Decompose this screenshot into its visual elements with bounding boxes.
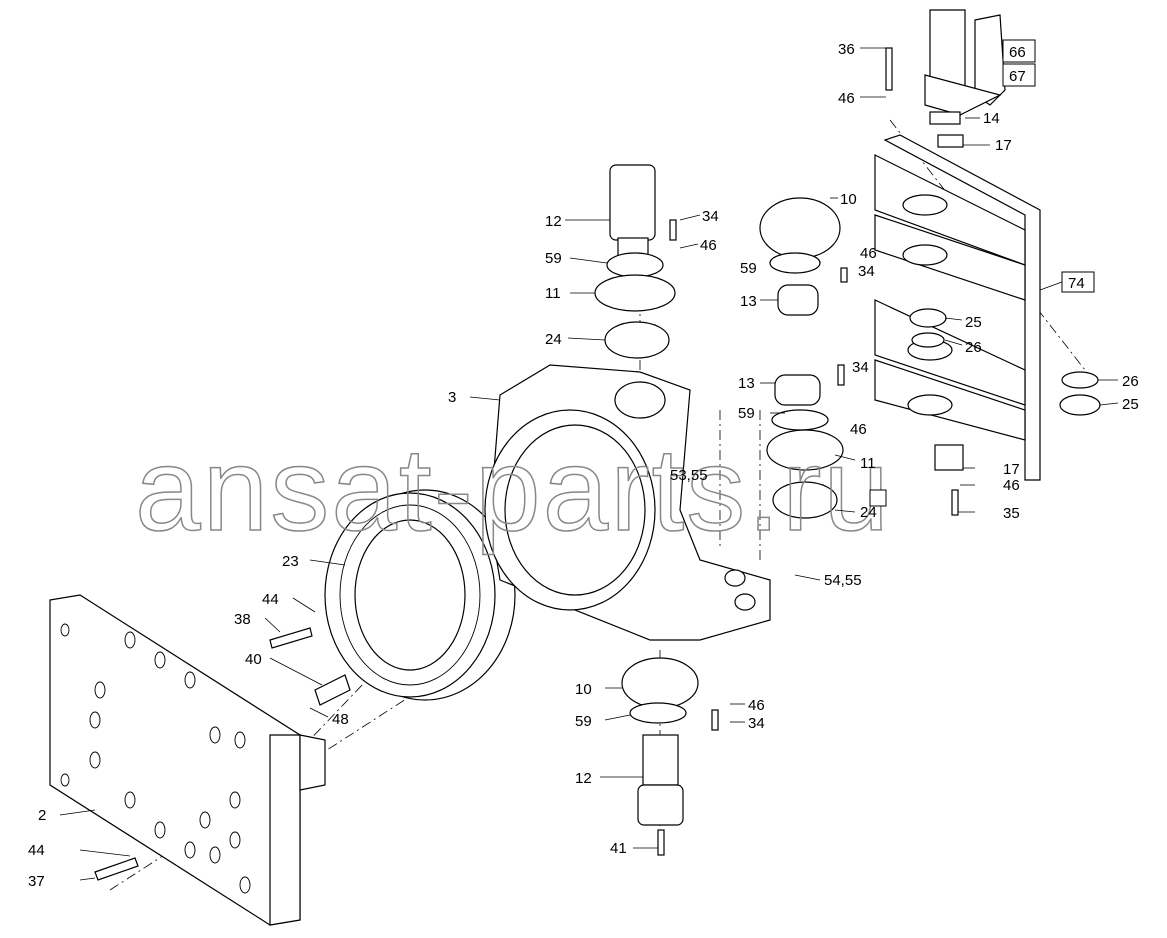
nut-25-right	[1059, 394, 1101, 416]
part-label: 44	[262, 591, 279, 608]
part-label: 3	[448, 389, 456, 406]
bracket-74	[874, 134, 1041, 481]
part-label: 59	[575, 713, 592, 730]
hinge-block-66-67	[924, 9, 1006, 116]
seal-59-upper	[606, 252, 664, 278]
part-label: 48	[332, 711, 349, 728]
part-label: 46	[838, 90, 855, 107]
part-label: 34	[858, 263, 875, 280]
part-label: 53,55	[670, 467, 708, 484]
part-labels: 36 46 66 67 14 17 10 12 34 46 59 46 59 3…	[28, 41, 1139, 890]
king-pin-12-upper	[609, 164, 656, 259]
cover-11-mid	[766, 429, 844, 471]
part-label: 25	[965, 314, 982, 331]
part-label: 11	[545, 285, 561, 302]
part-label: 17	[1003, 461, 1020, 478]
part-label: 37	[28, 873, 45, 890]
seal-59-lower	[629, 702, 687, 724]
part-label: 34	[852, 359, 869, 376]
part-label: 40	[245, 651, 262, 668]
part-label: 66	[1009, 44, 1026, 61]
plate-17-lower	[934, 444, 964, 471]
part-label: 46	[860, 245, 877, 262]
part-label: 46	[700, 237, 717, 254]
part-label: 11	[860, 455, 876, 472]
part-label: 34	[748, 715, 765, 732]
bearing-24-upper	[604, 321, 670, 359]
mounting-plate-2	[49, 594, 326, 926]
part-label: 54,55	[824, 572, 862, 589]
part-label: 12	[545, 213, 562, 230]
part-label: 59	[738, 405, 755, 422]
part-label: 14	[983, 110, 1000, 127]
label-box-66	[1002, 39, 1036, 63]
label-box-67	[1002, 63, 1036, 87]
part-label: 38	[234, 611, 251, 628]
part-label: 24	[545, 331, 562, 348]
part-label: 26	[965, 339, 982, 356]
leader-lines	[59, 47, 1119, 881]
washer-26-upper	[911, 332, 945, 348]
part-label: 13	[738, 375, 755, 392]
part-label: 12	[575, 770, 592, 787]
part-label: 10	[840, 191, 857, 208]
part-label: 25	[1122, 396, 1139, 413]
part-label: 74	[1068, 275, 1085, 292]
shim-14	[929, 111, 961, 125]
part-label: 67	[1009, 68, 1026, 85]
part-label: 59	[740, 260, 757, 277]
nut-25-upper	[909, 308, 947, 328]
part-label: 23	[282, 553, 299, 570]
part-label: 46	[850, 421, 867, 438]
part-label: 26	[1122, 373, 1139, 390]
part-label: 46	[1003, 477, 1020, 494]
part-label: 41	[610, 840, 627, 857]
part-label: 2	[38, 807, 46, 824]
watermark: ansat-parts.ru	[135, 424, 891, 556]
part-label: 17	[995, 137, 1012, 154]
part-label: 35	[1003, 505, 1020, 522]
decorative-square	[869, 489, 887, 507]
seal-59-right	[769, 252, 821, 274]
part-label: 46	[748, 697, 765, 714]
bushing-13-upper	[777, 284, 819, 316]
part-label: 59	[545, 250, 562, 267]
part-label: 13	[740, 293, 757, 310]
king-pin-12-lower	[637, 734, 684, 826]
part-label: 24	[860, 504, 877, 521]
washer-26-right	[1061, 371, 1099, 389]
bushing-13-lower	[774, 374, 821, 406]
part-label: 34	[702, 208, 719, 225]
flange-10-lower	[621, 657, 699, 709]
bolts	[94, 47, 959, 881]
slewing-ring-23	[324, 489, 516, 701]
plate-17-upper	[937, 134, 964, 148]
part-label: 44	[28, 842, 45, 859]
flange-10-upper	[759, 197, 841, 259]
swivel-housing-3	[484, 364, 771, 641]
cover-11-upper	[594, 274, 676, 312]
part-label: 10	[575, 681, 592, 698]
part-label: 36	[838, 41, 855, 58]
bearing-24-mid	[772, 481, 838, 519]
